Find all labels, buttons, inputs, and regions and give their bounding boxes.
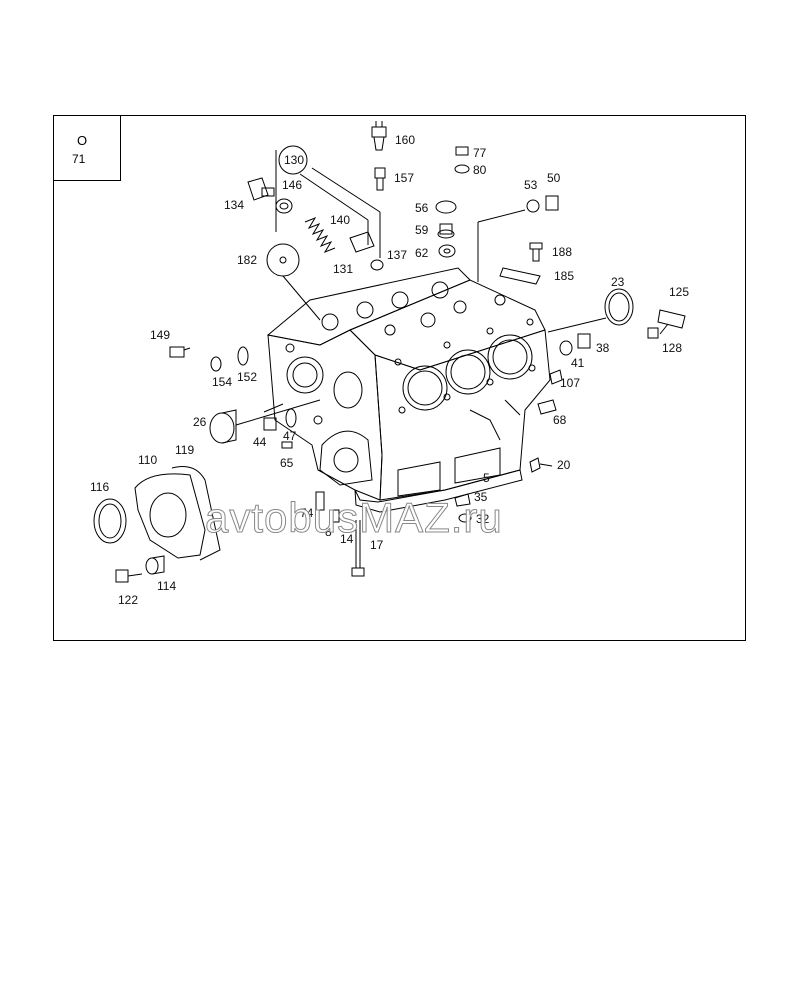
callout-116: 116 <box>90 480 109 494</box>
callout-65: 65 <box>280 456 294 470</box>
callout-110: 110 <box>138 453 157 467</box>
callout-47: 47 <box>283 429 297 443</box>
callout-8: 8 <box>325 525 332 539</box>
callout-14: 14 <box>340 532 354 546</box>
group-number: 71 <box>72 152 86 166</box>
callout-140: 140 <box>330 213 350 227</box>
callout-152: 152 <box>237 370 257 384</box>
callout-20: 20 <box>557 458 571 472</box>
callout-107: 107 <box>560 376 580 390</box>
callout-26: 26 <box>193 415 207 429</box>
callout-130: 130 <box>284 153 304 167</box>
callout-35: 35 <box>474 490 488 504</box>
callout-188: 188 <box>552 245 572 259</box>
callout-38: 38 <box>596 341 610 355</box>
parts <box>93 121 686 583</box>
callout-32: 32 <box>476 512 490 526</box>
callout-125: 125 <box>669 285 689 299</box>
callout-5: 5 <box>483 471 490 485</box>
callout-114: 114 <box>157 579 176 593</box>
callout-154: 154 <box>212 375 232 389</box>
callout-134: 134 <box>224 198 244 212</box>
callout-44: 44 <box>253 435 267 449</box>
callout-137: 137 <box>387 248 407 262</box>
callout-119: 119 <box>175 443 194 457</box>
callout-160: 160 <box>395 133 415 147</box>
callout-131: 131 <box>333 262 353 276</box>
callout-56: 56 <box>415 201 429 215</box>
group-symbol: O <box>77 133 88 148</box>
callout-157: 157 <box>394 171 414 185</box>
callout-53: 53 <box>524 178 538 192</box>
callout-50: 50 <box>547 171 561 185</box>
callout-146: 146 <box>282 178 302 192</box>
callout-23: 23 <box>611 275 625 289</box>
callout-149: 149 <box>150 328 170 342</box>
callout-128: 128 <box>662 341 682 355</box>
callout-68: 68 <box>553 413 567 427</box>
callout-17: 17 <box>370 538 384 552</box>
callout-185: 185 <box>554 269 574 283</box>
callout-74: 74 <box>300 506 314 520</box>
callout-77: 77 <box>473 146 487 160</box>
engine-block <box>266 267 551 513</box>
callout-59: 59 <box>415 223 429 237</box>
callout-41: 41 <box>571 356 585 370</box>
group-box <box>53 115 121 181</box>
callout-122: 122 <box>118 593 138 607</box>
callout-80: 80 <box>473 163 487 177</box>
callout-62: 62 <box>415 246 429 260</box>
callout-labels: 160 130 77 80 157 146 134 140 56 53 50 5… <box>90 133 689 607</box>
diagram-frame <box>53 115 746 641</box>
callout-182: 182 <box>237 253 257 267</box>
